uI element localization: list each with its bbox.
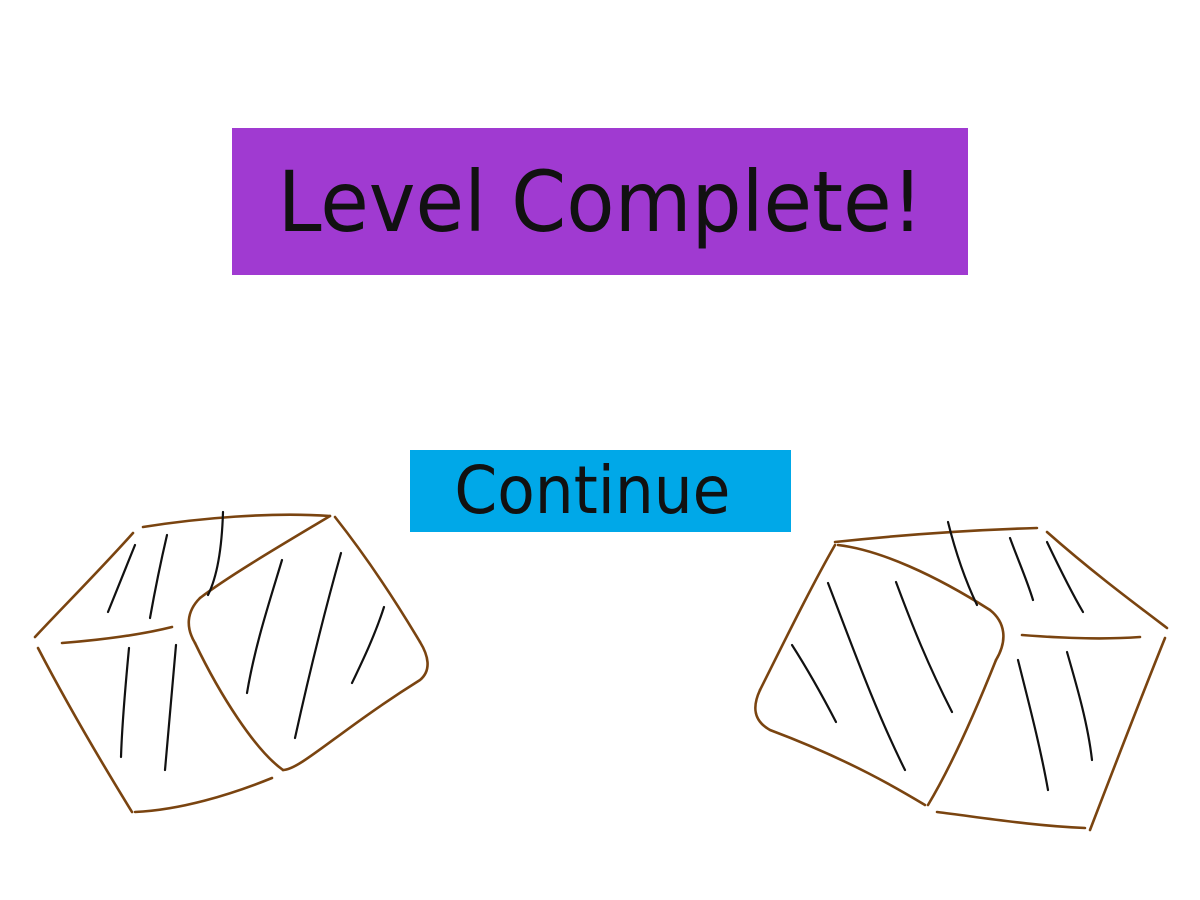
level-complete-banner: Level Complete! (232, 128, 968, 275)
right-crate-outline (754, 526, 1169, 832)
left-crate-outline (33, 513, 429, 814)
level-complete-title: Level Complete! (277, 152, 923, 251)
right-crate-hatching (790, 520, 1094, 792)
continue-button[interactable]: Continue (410, 450, 791, 532)
left-crate-hatching (106, 510, 386, 772)
continue-button-label: Continue (454, 452, 731, 529)
